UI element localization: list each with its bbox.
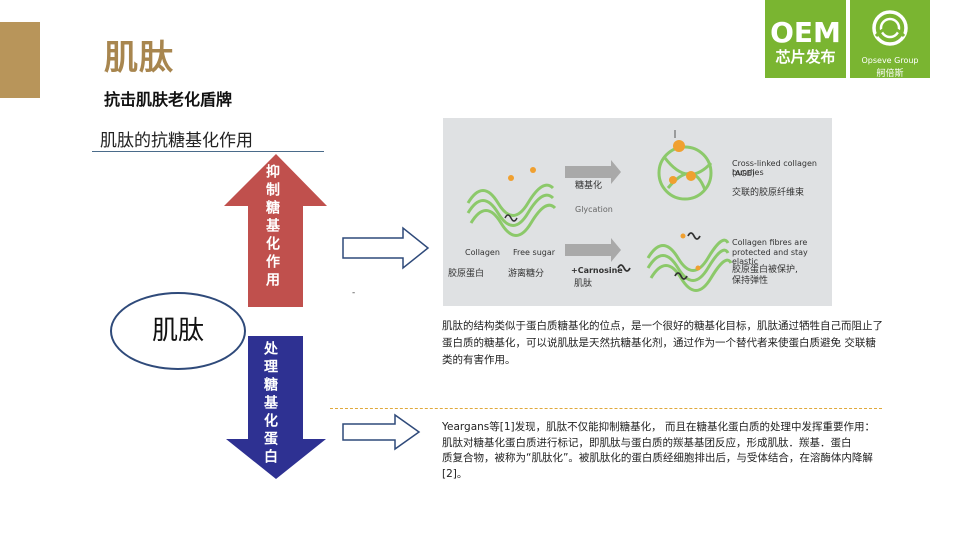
oem-logo-text: OEM [770,16,841,49]
protected-cn-label: 胶原蛋白被保护, [732,265,798,275]
up-arrow-label: 抑制糖基化作用 [264,164,280,290]
protected-cn-sub: 保持弹性 [732,276,769,286]
dashed-separator [330,408,882,409]
collagen-cn-label: 胶原蛋白 [448,269,485,279]
paragraph-mechanism: 肌肽的结构类似于蛋白质糖基化的位点，是一个很好的糖基化目标，肌肽通过牺牲自己而阻… [442,320,883,366]
right-arrow-lower [342,413,421,451]
carnosine-ellipse [110,292,246,370]
sugar-dot-icon [530,167,536,173]
right-arrow-upper [342,226,430,270]
paragraph-research-line2: 质复合物，被称为“肌肽化”。被肌肽化的蛋白质经细胞排出后，与受体结合，在溶酶体内… [442,452,873,480]
opseve-logo-subtext: 舸倍斯 [876,69,904,79]
crosslinked-en-sub: (AGE) [732,169,755,178]
section-heading: 肌肽的抗糖基化作用 [100,131,253,151]
down-arrow-label: 处理糖基化蛋白 [262,341,278,467]
collagen-en-label: Collagen [465,248,500,257]
oem-logo: OEM 芯片发布 [765,0,846,78]
carnosine-cn-label: 肌肽 [574,279,593,289]
carnosine-label: 肌肽 [151,316,204,346]
protected-en-label: Collagen fibres are [732,238,808,247]
oem-logo-subtext: 芯片发布 [775,48,836,66]
crosslinked-en-label: Cross-linked collagen bundles [732,159,817,177]
carnosine-en-label: +Carnosine [571,266,623,275]
protected-en-sub: protected and stay elastic [732,248,808,266]
dash-mark: - [352,288,356,298]
sugar-dot-icon [508,175,514,181]
page-title: 肌肽 [104,38,174,78]
glycation-illustration: Collagen 胶原蛋白 Free sugar 游离糖分 糖基化 Glycat… [443,118,832,306]
collagen-drawings [466,130,733,292]
crosslinked-cn-label: 交联的胶原纤维束 [732,188,805,198]
heading-underline [92,151,324,152]
opseve-ring-icon [872,10,908,46]
opseve-logo: Opseve Group 舸倍斯 [850,0,930,79]
free-sugar-cn-label: 游离糖分 [508,269,545,279]
gold-accent-bar [0,22,40,98]
opseve-logo-text: Opseve Group [861,56,919,65]
paragraph-research: Yeargans等[1]发现，肌肽不仅能抑制糖基化， 而且在糖基化蛋白质的处理中… [442,420,887,482]
up-arrow [224,154,327,307]
paragraph-research-line1: Yeargans等[1]发现，肌肽不仅能抑制糖基化， 而且在糖基化蛋白质的处理中… [442,421,875,449]
glycation-cn-label: 糖基化 [575,181,603,191]
page-subtitle: 抗击肌肤老化盾牌 [104,90,233,109]
down-arrow [226,336,326,479]
glycation-en-label: Glycation [575,205,613,214]
free-sugar-en-label: Free sugar [513,248,556,257]
